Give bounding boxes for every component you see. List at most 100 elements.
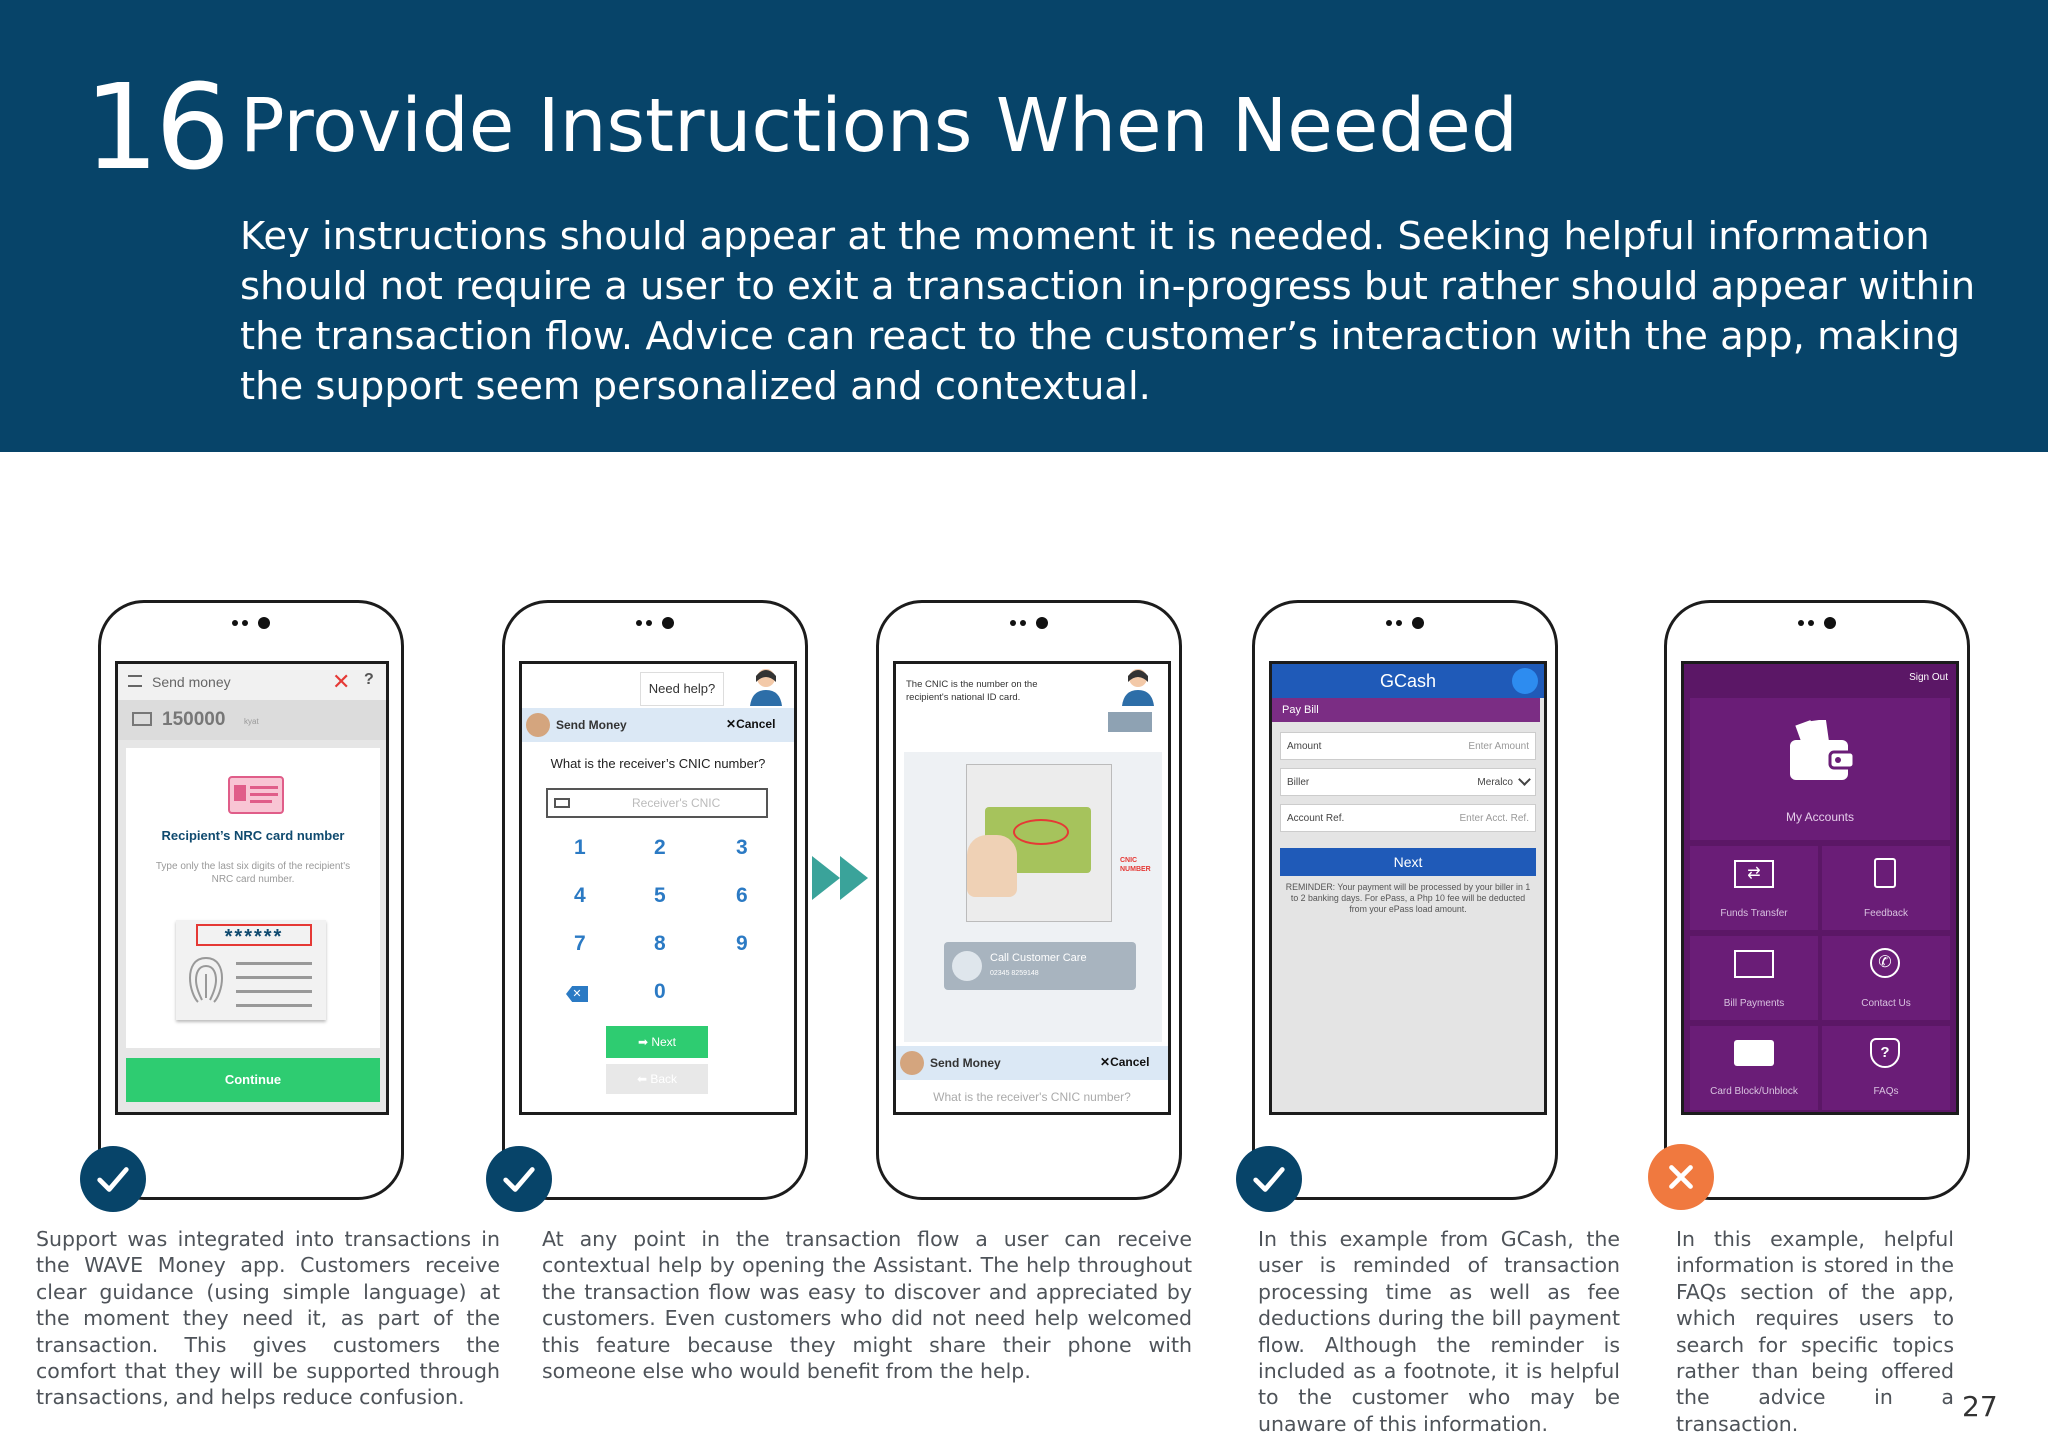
masked-digits: ******	[196, 924, 312, 948]
cancel-button[interactable]: ✕Cancel	[726, 717, 776, 731]
bill-payments-tile[interactable]: Bill Payments	[1690, 936, 1818, 1020]
fingerprint-icon	[188, 957, 224, 1003]
field-biller[interactable]: Biller Meralco	[1280, 768, 1536, 796]
cnic-input[interactable]: Receiver's CNIC	[546, 788, 768, 818]
camera-icon	[1798, 617, 1836, 629]
amount-value: 150000	[162, 709, 226, 730]
assistant-avatar-icon[interactable]	[748, 666, 784, 706]
card-block-tile[interactable]: Card Block/Unblock	[1690, 1026, 1818, 1110]
double-arrow-icon	[812, 856, 868, 900]
feedback-icon	[1874, 858, 1896, 888]
caption-wave: Support was integrated into transactions…	[36, 1227, 500, 1410]
phone-assistant: Need help? Send Money ✕Cancel What is th…	[502, 600, 808, 1200]
field-label: Amount	[1287, 741, 1322, 752]
id-card-icon	[228, 776, 284, 814]
wave-screen: Send money ✕ ? 150000 kyat Recipient’s N…	[115, 661, 389, 1115]
key-8[interactable]: 8	[654, 932, 666, 955]
wave-topbar-title: Send money	[152, 674, 231, 690]
key-5[interactable]: 5	[654, 884, 666, 907]
card-line	[236, 990, 312, 993]
assistant-help-screen: The CNIC is the number on the recipient'…	[893, 661, 1171, 1115]
feedback-tile[interactable]: Feedback	[1822, 846, 1950, 930]
field-account-ref[interactable]: Account Ref. Enter Acct. Ref.	[1280, 804, 1536, 832]
call-customer-care-button[interactable]: Call Customer Care 02345 8259148	[944, 942, 1136, 990]
payment-reminder: REMINDER: Your payment will be processed…	[1285, 882, 1531, 914]
caption-faq: In this example, helpful information is …	[1676, 1227, 1954, 1436]
back-icon[interactable]	[1108, 712, 1152, 732]
key-0[interactable]: 0	[654, 980, 666, 1003]
phone-icon: ✆	[1870, 948, 1900, 978]
gcash-header: GCash	[1272, 664, 1544, 698]
call-number: 02345 8259148	[990, 970, 1039, 977]
tile-label: Contact Us	[1861, 998, 1911, 1009]
continue-button[interactable]: Continue	[126, 1058, 380, 1102]
camera-icon	[636, 617, 674, 629]
faq-shield-icon: ?	[1870, 1038, 1900, 1068]
contact-us-tile[interactable]: ✆ Contact Us	[1822, 936, 1950, 1020]
camera-icon	[232, 617, 270, 629]
sign-out-link[interactable]: Sign Out	[1909, 672, 1948, 683]
field-value: Enter Acct. Ref.	[1459, 813, 1529, 824]
cancel-button[interactable]: ✕Cancel	[1100, 1055, 1150, 1069]
my-accounts-tile[interactable]: My Accounts	[1690, 698, 1950, 840]
cash-icon	[132, 712, 152, 726]
cnic-placeholder: Receiver's CNIC	[632, 796, 721, 810]
tile-label: Bill Payments	[1723, 998, 1785, 1009]
person-icon	[526, 713, 550, 737]
next-button[interactable]: ➡ Next	[606, 1026, 708, 1058]
cnic-number-label: CNIC NUMBER	[1120, 857, 1151, 873]
cnic-card-illustration	[966, 764, 1112, 922]
gcash-logo-icon	[1512, 668, 1538, 694]
field-label: Account Ref.	[1287, 813, 1345, 824]
cnic-question: What is the receiver’s CNIC number?	[550, 756, 766, 771]
help-bubble[interactable]: Need help?	[640, 672, 724, 706]
key-7[interactable]: 7	[574, 932, 586, 955]
back-button[interactable]: ⬅ Back	[606, 1064, 708, 1094]
card-line	[236, 976, 312, 979]
next-button[interactable]: Next	[1280, 848, 1536, 876]
bank-topbar: Sign Out	[1684, 664, 1956, 694]
key-6[interactable]: 6	[736, 884, 748, 907]
nrc-hint: Type only the last six digits of the rec…	[155, 861, 351, 885]
my-accounts-label: My Accounts	[1785, 810, 1855, 824]
help-icon[interactable]: ?	[364, 671, 374, 688]
gcash-title: GCash	[1379, 671, 1437, 691]
camera-icon	[1010, 617, 1048, 629]
field-value: Enter Amount	[1468, 741, 1529, 752]
field-amount[interactable]: Amount Enter Amount	[1280, 732, 1536, 760]
nrc-card-illustration: ******	[176, 920, 326, 1020]
phone-assistant-help: The CNIC is the number on the recipient'…	[876, 600, 1182, 1200]
key-9[interactable]: 9	[736, 932, 748, 955]
person-icon	[900, 1051, 924, 1075]
amount-row: 150000 kyat	[118, 700, 386, 740]
card-icon	[1734, 1040, 1774, 1066]
check-badge-icon	[486, 1146, 552, 1212]
agent-avatar-icon	[952, 951, 982, 981]
card-line	[236, 962, 312, 965]
funds-transfer-tile[interactable]: ⇄ Funds Transfer	[1690, 846, 1818, 930]
cross-badge-icon	[1648, 1144, 1714, 1210]
phone-bank: Sign Out My Accounts ⇄ Funds Transfer Fe…	[1664, 600, 1970, 1200]
assistant-screen: Need help? Send Money ✕Cancel What is th…	[519, 661, 797, 1115]
check-badge-icon	[1236, 1146, 1302, 1212]
assistant-avatar-icon[interactable]	[1120, 666, 1156, 706]
close-icon[interactable]: ✕	[332, 669, 351, 694]
faqs-tile[interactable]: ? FAQs	[1822, 1026, 1950, 1110]
key-3[interactable]: 3	[736, 836, 748, 859]
menu-icon[interactable]	[128, 675, 142, 687]
bill-icon	[1734, 950, 1774, 978]
send-money-bar: Send Money ✕Cancel	[896, 1046, 1168, 1080]
key-2[interactable]: 2	[654, 836, 666, 859]
tile-label: FAQs	[1873, 1086, 1899, 1097]
send-money-title: Send Money	[930, 1056, 1001, 1070]
tile-label: Funds Transfer	[1720, 908, 1788, 919]
field-value: Meralco	[1477, 777, 1513, 788]
section-number: 16	[84, 58, 230, 196]
tile-label: Feedback	[1864, 908, 1908, 919]
caption-gcash: In this example from GCash, the user is …	[1258, 1227, 1620, 1436]
backspace-icon[interactable]: ✕	[566, 986, 588, 1002]
amount-unit: kyat	[244, 717, 259, 726]
key-1[interactable]: 1	[574, 836, 586, 859]
key-4[interactable]: 4	[574, 884, 586, 907]
send-money-title: Send Money	[556, 718, 627, 732]
